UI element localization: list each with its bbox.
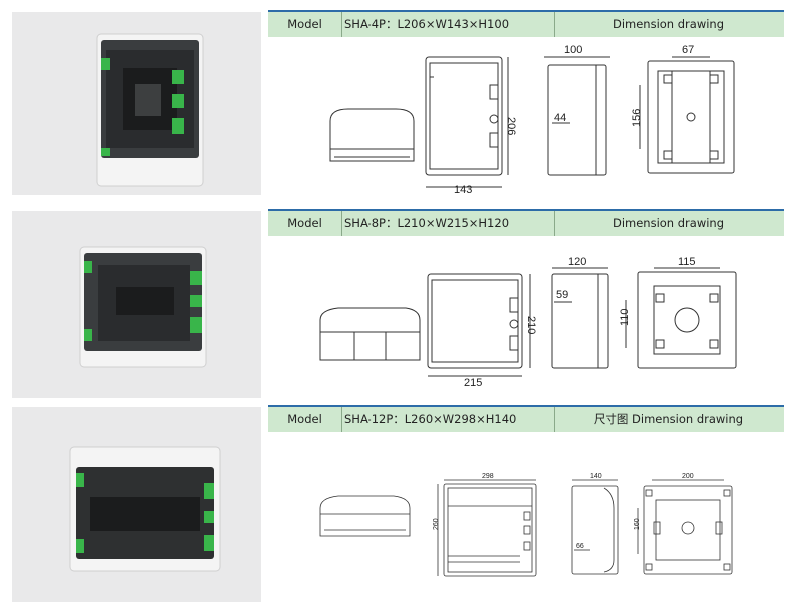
dimension-drawing-4p: 206 143 100 44 67 156 — [268, 37, 788, 195]
front-width-label: 143 — [454, 184, 472, 195]
model-spec: SHA-4P：L206×W143×H100 — [342, 12, 555, 37]
back-width-label: 67 — [682, 44, 694, 56]
product-section-8p: Model SHA-8P：L210×W215×H120 Dimension dr… — [0, 207, 800, 407]
model-label: Model — [268, 211, 342, 236]
product-section-12p: Model SHA-12P：L260×W298×H140 尺寸图 Dimensi… — [0, 405, 800, 613]
back-width-label: 200 — [682, 473, 694, 480]
front-height-label: 260 — [433, 518, 440, 530]
back-height-label: 160 — [634, 518, 641, 530]
side-depth-label: 120 — [568, 256, 586, 268]
front-height-label: 210 — [525, 316, 537, 334]
spec-header-8p: Model SHA-8P：L210×W215×H120 Dimension dr… — [268, 209, 784, 236]
front-width-label: 298 — [482, 473, 494, 480]
model-label: Model — [268, 12, 342, 37]
front-height-label: 206 — [505, 117, 517, 135]
back-height-label: 156 — [631, 109, 643, 127]
back-height-label: 110 — [619, 308, 631, 326]
product-photo-4p — [12, 12, 261, 195]
product-photo-12p — [12, 407, 261, 602]
side-depth-label: 100 — [564, 44, 582, 56]
dimension-drawing-8p: 210 215 120 59 115 110 — [268, 236, 788, 401]
model-spec: SHA-8P：L210×W215×H120 — [342, 211, 555, 236]
dimension-drawing-label: Dimension drawing — [612, 17, 725, 31]
dimension-drawing-12p: 298 260 140 66 200 160 — [268, 432, 788, 607]
front-width-label: 215 — [464, 377, 482, 389]
side-inner-label: 59 — [556, 289, 568, 301]
back-width-label: 115 — [678, 256, 696, 268]
dimension-drawing-label: 尺寸图 Dimension drawing — [593, 412, 744, 426]
product-section-4p: Model SHA-4P：L206×W143×H100 Dimension dr… — [0, 0, 800, 205]
spec-header-12p: Model SHA-12P：L260×W298×H140 尺寸图 Dimensi… — [268, 405, 784, 432]
spec-header-4p: Model SHA-4P：L206×W143×H100 Dimension dr… — [268, 10, 784, 37]
model-label: Model — [268, 407, 342, 432]
side-inner-label: 44 — [554, 112, 566, 124]
side-inner-label: 66 — [576, 543, 584, 550]
model-spec: SHA-12P：L260×W298×H140 — [342, 407, 555, 432]
side-depth-label: 140 — [590, 473, 602, 480]
product-photo-8p — [12, 211, 261, 398]
dimension-drawing-label: Dimension drawing — [612, 216, 725, 230]
